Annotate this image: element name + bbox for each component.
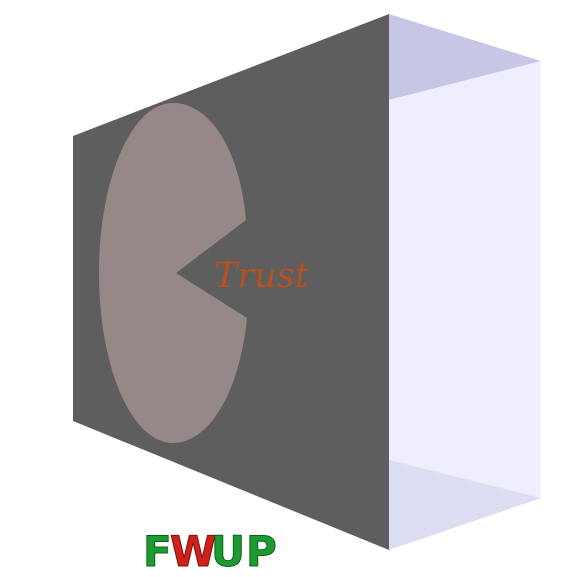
trust-label: Trust [214,256,310,296]
fwup-logo: F W U P [143,527,278,577]
box-top-face [389,14,541,100]
logo-letter-u: U [211,527,245,576]
pacman-pie-shape [99,103,247,443]
box-bottom-face [389,460,541,550]
logo-letter-p: P [246,527,277,576]
logo-letter-w: W [170,527,216,576]
logo-letter-f: F [143,527,172,576]
box-right-face [389,61,541,498]
